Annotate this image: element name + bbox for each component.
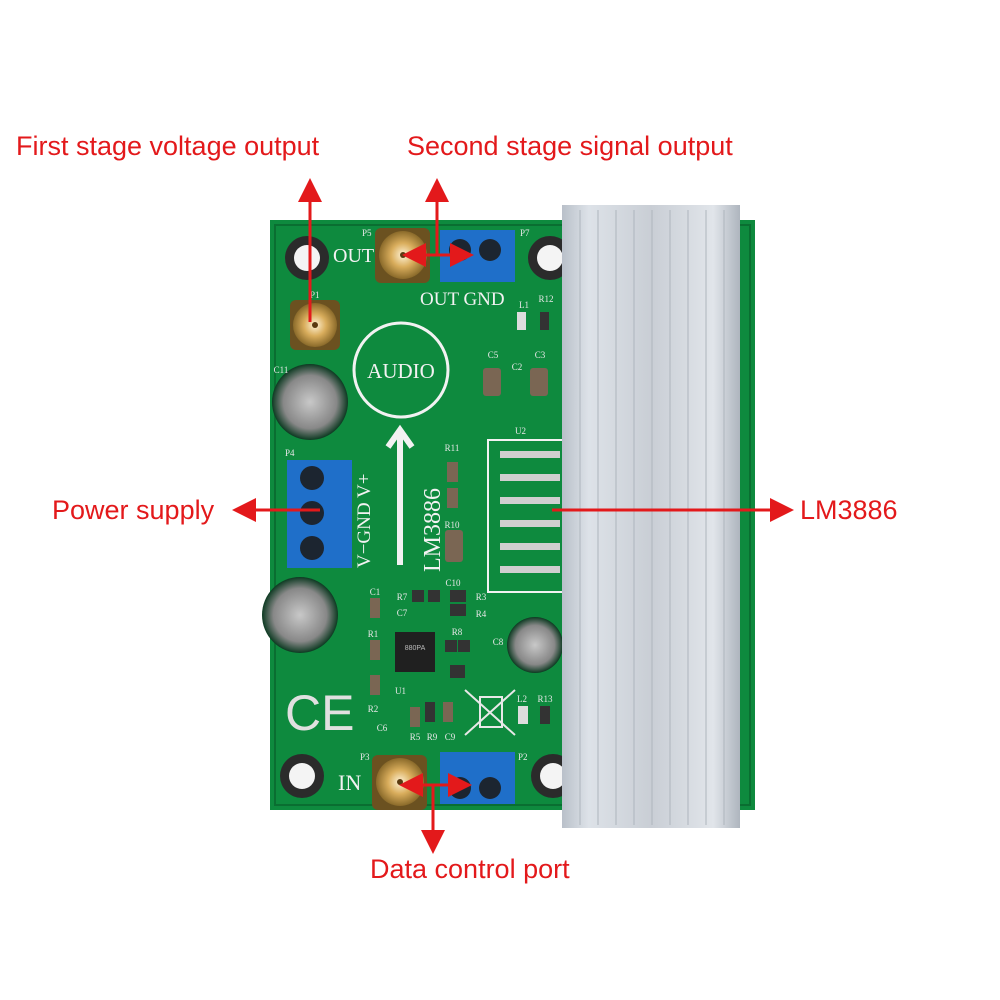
silk-ref: P3: [360, 752, 370, 762]
silk-ref: U1: [395, 686, 406, 696]
capacitor-c8: [507, 617, 563, 673]
capacitor-c6: [262, 577, 338, 653]
silk-ref-c2: C2: [512, 362, 523, 372]
arrow-up-icon: [385, 424, 415, 565]
smd-components: [370, 312, 550, 727]
silk-out-gnd: OUT GND: [420, 289, 505, 310]
silk-ref-r3: R3: [476, 592, 487, 602]
opamp-u1: 880PA: [395, 632, 435, 672]
label-second-stage: Second stage signal output: [407, 131, 733, 161]
silk-ref-c7: C7: [397, 608, 408, 618]
mounting-hole-icon: [285, 236, 329, 280]
silk-ref-r10: R10: [444, 520, 460, 530]
silk-ref-r13: R13: [537, 694, 553, 704]
silk-ref-r9: R9: [427, 732, 438, 742]
audio-logo-circle: [352, 321, 450, 419]
silk-ref-r7: R7: [397, 592, 408, 602]
weee-bin-icon: [464, 689, 516, 736]
silk-audio: AUDIO: [367, 359, 435, 383]
sma-connector-p3: [372, 755, 427, 810]
silk-ref: P4: [285, 448, 295, 458]
silk-ref-r2: R2: [368, 704, 379, 714]
silk-ref: U2: [515, 426, 526, 436]
capacitor-c11: [272, 364, 348, 440]
mounting-hole-icon: [528, 236, 572, 280]
heatsink: [562, 205, 740, 828]
ce-mark: CE: [285, 685, 354, 741]
mounting-hole-icon: [280, 754, 324, 798]
silk-ref: P7: [520, 228, 530, 238]
silk-ref: P2: [518, 752, 528, 762]
label-data-control: Data control port: [370, 854, 570, 884]
silk-chip: LM3886: [420, 488, 446, 572]
annotation-arrows: [232, 178, 794, 854]
silk-power-pins: V−GND V+: [354, 474, 375, 568]
silk-ref-r4: R4: [476, 609, 487, 619]
component-refs: C11 C5 C2 C3 C1 C7 C10 C8 C6 C9 R11 R10 …: [274, 294, 554, 742]
heatsink-fins: [579, 210, 725, 825]
silk-ref-l1: L1: [519, 300, 529, 310]
silk-ref-c1: C1: [370, 587, 381, 597]
sma-connector-p1: [290, 300, 340, 350]
silk-ref-r1: R1: [368, 629, 379, 639]
label-lm3886: LM3886: [800, 495, 898, 525]
silk-ref-c5: C5: [488, 350, 499, 360]
silk-out: OUT: [333, 245, 374, 267]
silk-ref-c10: C10: [445, 578, 461, 588]
terminal-block-p2: [440, 752, 515, 804]
silk-ref-c9: C9: [445, 732, 456, 742]
silk-ref: P1: [310, 290, 320, 300]
silk-ref-r8: R8: [452, 627, 463, 637]
silk-ref-r12: R12: [538, 294, 553, 304]
lm3886-pins: [500, 451, 560, 573]
silk-ref-c6: C6: [377, 723, 388, 733]
silk-ref-c8: C8: [493, 637, 504, 647]
silk-ref-r5: R5: [410, 732, 421, 742]
label-power-supply: Power supply: [52, 495, 215, 525]
silk-ref-l2: L2: [517, 694, 527, 704]
silk-ref-r11: R11: [445, 443, 460, 453]
terminal-block-p4: [287, 460, 352, 568]
silk-ref-c11: C11: [274, 365, 289, 375]
silk-ref: P5: [362, 228, 372, 238]
silk-ref-c3: C3: [535, 350, 546, 360]
label-first-stage: First stage voltage output: [16, 131, 320, 161]
svg-text:880PA: 880PA: [405, 645, 426, 652]
silk-in: IN: [338, 770, 361, 795]
